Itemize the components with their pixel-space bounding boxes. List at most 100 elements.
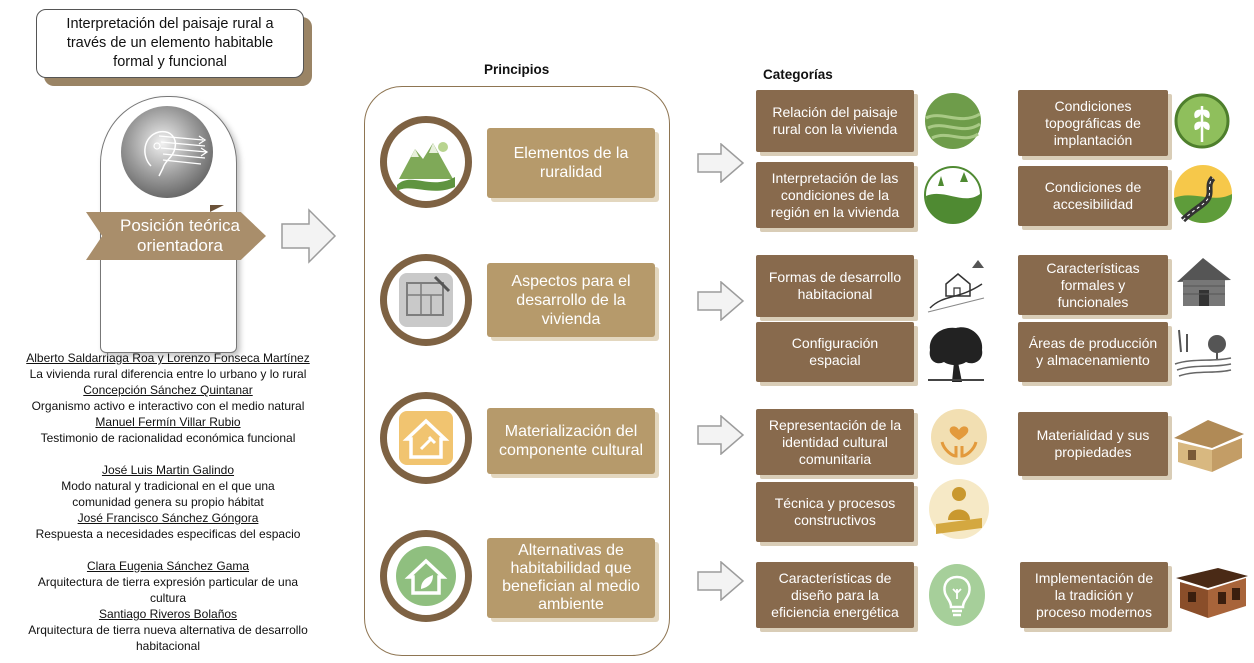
principle-line: Elementos de la — [513, 145, 629, 162]
category-line: accesibilidad — [1052, 196, 1134, 212]
category-line: Materialidad y sus — [1036, 427, 1150, 443]
road-icon — [1174, 165, 1232, 223]
category-line: habitacional — [797, 286, 873, 302]
thatched-hut-icon — [1177, 258, 1231, 306]
principle-line: componente cultural — [498, 442, 644, 459]
category-line: Condiciones de — [1044, 179, 1142, 195]
eco-house-icon — [380, 530, 472, 622]
category-line: Características — [1046, 259, 1140, 276]
category-box: Condiciones de accesibilidad — [1018, 166, 1168, 226]
principle-box: Alternativas de habitabilidad que benefi… — [487, 538, 655, 618]
category-line: Interpretación de las — [771, 169, 899, 186]
category-line: identidad cultural — [782, 433, 888, 450]
principle-box: Materialización del componente cultural — [487, 408, 655, 474]
author-desc: La vivienda rural diferencia entre lo ur… — [29, 367, 307, 381]
principle-box: Aspectos para el desarrollo de la vivien… — [487, 263, 655, 337]
title-line: través de un elemento habitable — [66, 35, 274, 51]
category-line: y almacenamiento — [1036, 352, 1150, 368]
category-line: formales y — [1060, 276, 1126, 293]
category-box: Características formales y funcionales — [1018, 255, 1168, 315]
author-entry: Alberto Saldarriaga Roa y Lorenzo Fonsec… — [8, 350, 328, 382]
author-name: Santiago Riveros Bolaños — [98, 607, 238, 621]
author-desc: Arquitectura de tierra nueva alternativa… — [28, 623, 308, 637]
category-line: Condiciones — [1054, 97, 1132, 114]
category-line: rural con la vivienda — [772, 121, 898, 137]
worker-icon — [929, 479, 989, 539]
ribbon-fold — [210, 205, 224, 212]
category-line: Implementación de — [1034, 569, 1154, 586]
title-line: Interpretación del paisaje rural a — [66, 16, 274, 32]
principle-line: vivienda — [541, 310, 601, 328]
category-box: Configuración espacial — [756, 322, 914, 382]
author-entry: Manuel Fermín Villar Rubio Testimonio de… — [8, 414, 328, 446]
earth-house-icon — [1174, 420, 1244, 472]
category-line: región en la vivienda — [770, 203, 900, 220]
author-name: Clara Eugenia Sánchez Gama — [86, 559, 250, 573]
right-arrow-icon — [281, 208, 337, 264]
author-entry: José Francisco Sánchez Góngora Respuesta… — [8, 510, 328, 542]
farm-fields-icon — [1174, 329, 1232, 377]
right-arrow-icon — [697, 143, 745, 183]
light-bulb-icon — [929, 564, 985, 626]
category-line: Áreas de producción — [1028, 335, 1158, 351]
author-entry: José Luis Martin Galindo Modo natural y … — [8, 462, 328, 510]
category-line: Relación del paisaje — [772, 104, 898, 120]
wheat-icon — [1174, 93, 1230, 149]
author-desc: Organismo activo e interactivo con el me… — [31, 399, 305, 413]
category-box: Características de diseño para la eficie… — [756, 562, 914, 628]
green-hills-icon — [925, 93, 981, 149]
author-entry: Concepción Sánchez Quintanar Organismo a… — [8, 382, 328, 414]
category-line: Representación de la — [768, 416, 902, 433]
author-name: Manuel Fermín Villar Rubio — [95, 415, 241, 429]
principle-line: ambiente — [538, 596, 604, 613]
principle-box: Elementos de la ruralidad — [487, 128, 655, 198]
title-line: formal y funcional — [113, 54, 227, 70]
category-box: Representación de la identidad cultural … — [756, 409, 914, 475]
category-line: topográficas de — [1045, 114, 1141, 131]
category-line: Formas de desarrollo — [768, 269, 902, 285]
category-line: implantación — [1053, 131, 1133, 148]
theoretical-position-ribbon: Posición teórica orientadora — [86, 212, 266, 260]
author-name: José Francisco Sánchez Góngora — [77, 511, 259, 525]
category-line: espacial — [809, 352, 861, 368]
position-line: orientadora — [136, 236, 223, 255]
principle-line: Alternativas de — [518, 542, 624, 559]
author-entry: Santiago Riveros Bolaños Arquitectura de… — [8, 606, 328, 654]
tree-silhouette-icon — [928, 327, 984, 382]
idea-bulb-icon — [121, 106, 213, 198]
diagram-title: Interpretación del paisaje rural a travé… — [36, 9, 304, 78]
hands-heart-icon — [931, 409, 987, 465]
category-box: Materialidad y sus propiedades — [1018, 412, 1168, 476]
blueprint-icon — [380, 254, 472, 346]
category-box: Interpretación de las condiciones de la … — [756, 162, 914, 228]
principle-line: Aspectos para el — [511, 272, 631, 290]
position-line: Posición teórica — [119, 216, 240, 235]
author-desc: comunidad genera su propio hábitat — [72, 495, 264, 509]
category-box: Condiciones topográficas de implantación — [1018, 90, 1168, 156]
modern-house-icon — [1176, 568, 1248, 618]
right-arrow-icon — [697, 561, 745, 601]
house-tools-icon — [380, 392, 472, 484]
author-desc: habitacional — [135, 639, 201, 653]
category-box: Áreas de producción y almacenamiento — [1018, 322, 1168, 382]
category-box: Formas de desarrollo habitacional — [756, 255, 914, 317]
category-line: constructivos — [794, 512, 876, 528]
category-line: condiciones de la — [780, 186, 890, 203]
category-line: comunitaria — [798, 450, 872, 467]
author-name: Alberto Saldarriaga Roa y Lorenzo Fonsec… — [26, 351, 310, 365]
author-name: José Luis Martin Galindo — [101, 463, 235, 477]
category-line: propiedades — [1054, 444, 1132, 460]
rural-landscape-icon — [380, 116, 472, 208]
category-line: eficiencia energética — [771, 603, 899, 620]
category-box: Implementación de la tradición y proceso… — [1020, 562, 1168, 628]
category-line: la tradición y — [1054, 586, 1134, 603]
category-box: Técnica y procesos constructivos — [756, 482, 914, 542]
author-desc: Modo natural y tradicional en el que una — [61, 479, 275, 493]
author-desc: Respuesta a necesidades especificas del … — [35, 527, 301, 541]
principles-heading: Principios — [484, 62, 550, 77]
category-box: Relación del paisaje rural con la vivien… — [756, 90, 914, 152]
categories-heading: Categorías — [763, 67, 833, 82]
category-line: Configuración — [791, 335, 879, 351]
principle-line: habitabilidad que — [510, 560, 632, 577]
category-line: funcionales — [1057, 293, 1129, 310]
